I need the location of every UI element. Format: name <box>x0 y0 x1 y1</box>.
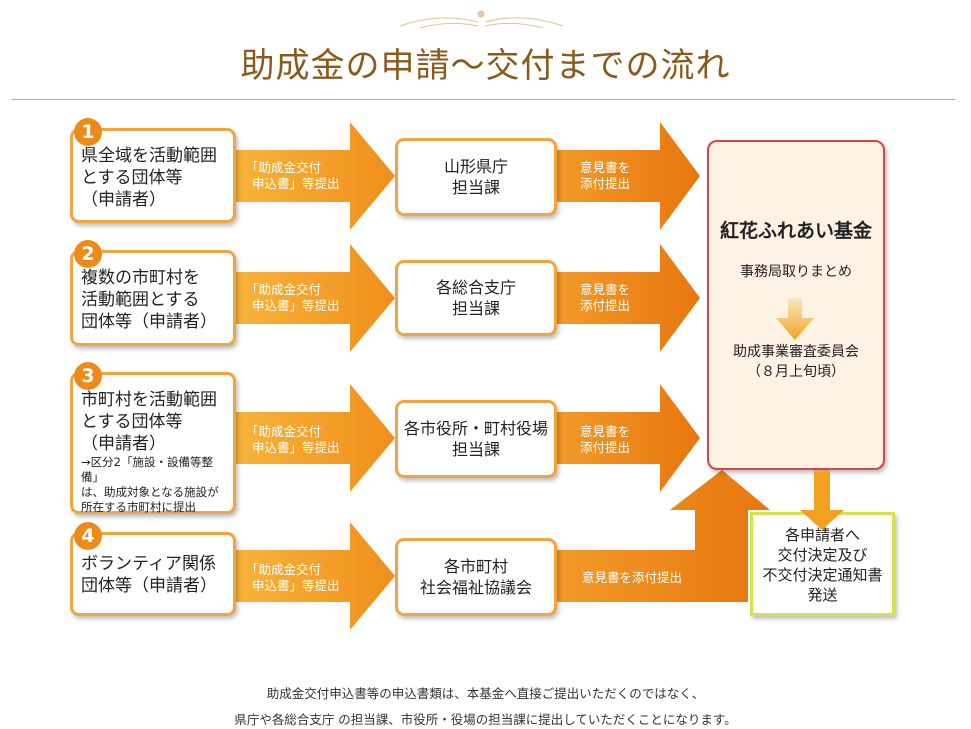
note-line: 所在する市町村に提出 <box>81 500 196 514</box>
final-line: 不交付決定通知書 <box>762 566 883 584</box>
title-ornament <box>399 10 564 29</box>
office-box-3: 各市役所・町村役場担当課 <box>395 400 557 478</box>
fund-step-committee: 助成事業審査委員会 <box>733 344 859 360</box>
applicant-line: 県全域を活動範囲 <box>81 146 217 166</box>
applicant-line: とする団体等 <box>81 412 183 432</box>
applicant-line: 複数の市町村を <box>81 268 200 288</box>
forward-label-1: 意見書を添付提出 <box>580 160 631 191</box>
final-line: 各申請者へ <box>784 526 860 544</box>
final-notice-box: 各申請者へ 交付決定及び 不交付決定通知書 発送 <box>750 512 895 616</box>
applicant-line: （申請者） <box>81 190 166 210</box>
fund-step-date: （８月上旬頃） <box>747 364 845 380</box>
office-box-2: 各総合支庁担当課 <box>395 260 557 336</box>
applicant-line: とする団体等 <box>81 168 183 188</box>
page-title: 助成金の申請～交付までの流れ <box>240 46 731 86</box>
forward-arrows <box>557 122 770 602</box>
step-number-4: 4 <box>74 522 102 550</box>
applicant-line: （申請者） <box>81 434 166 454</box>
submit-label-1: 「助成金交付申込書」等提出 <box>246 160 340 191</box>
applicant-line: 団体等（申請者） <box>81 312 217 332</box>
final-line: 発送 <box>807 586 838 604</box>
forward-label-3: 意見書を添付提出 <box>580 424 631 455</box>
applicant-line: 活動範囲とする <box>81 290 200 310</box>
applicant-box-3: 市町村を活動範囲 とする団体等 （申請者） →区分2「施設・設備等整備」 は、助… <box>70 372 236 514</box>
submit-label-2: 「助成金交付申込書」等提出 <box>246 282 340 313</box>
final-line: 交付決定及び <box>777 546 868 564</box>
submit-label-4: 「助成金交付申込書」等提出 <box>246 562 340 593</box>
office-box-4: 各市町村社会福祉協議会 <box>395 538 557 616</box>
footer-note-1: 助成金交付申込書等の申込書類は、本基金へ直接ご提出いただくのではなく、 <box>266 686 705 701</box>
office-box-1: 山形県庁担当課 <box>395 138 557 216</box>
forward-label-4: 意見書を添付提出 <box>582 570 683 585</box>
step-number-3: 3 <box>74 362 102 390</box>
applicant-line: 団体等（申請者） <box>81 576 217 596</box>
applicant-line: 市町村を活動範囲 <box>81 390 217 410</box>
step-number-2: 2 <box>74 240 102 268</box>
title-divider <box>12 99 955 100</box>
fund-name: 紅花ふれあい基金 <box>719 220 872 242</box>
submit-arrows <box>235 122 395 630</box>
footer-note-2: 県庁や各総合支庁 の担当課、市役所・役場の担当課に提出していただくことになります… <box>234 712 737 727</box>
note-line: →区分2「施設・設備等整備」 <box>81 455 213 484</box>
applicant-box-1: 県全域を活動範囲 とする団体等 （申請者） <box>70 128 236 223</box>
step-number-1: 1 <box>74 118 102 146</box>
applicant-box-2: 複数の市町村を 活動範囲とする 団体等（申請者） <box>70 250 236 346</box>
applicant-line: ボランティア関係 <box>81 554 216 574</box>
applicant-box-4: ボランティア関係 団体等（申請者） <box>70 532 236 616</box>
fund-step-secretariat: 事務局取りまとめ <box>740 264 852 280</box>
fund-box: 紅花ふれあい基金 事務局取りまとめ 助成事業審査委員会 （８月上旬頃） <box>707 140 885 470</box>
submit-label-3: 「助成金交付申込書」等提出 <box>246 424 340 455</box>
forward-label-2: 意見書を添付提出 <box>580 282 631 313</box>
note-line: は、助成対象となる施設が <box>81 485 219 499</box>
